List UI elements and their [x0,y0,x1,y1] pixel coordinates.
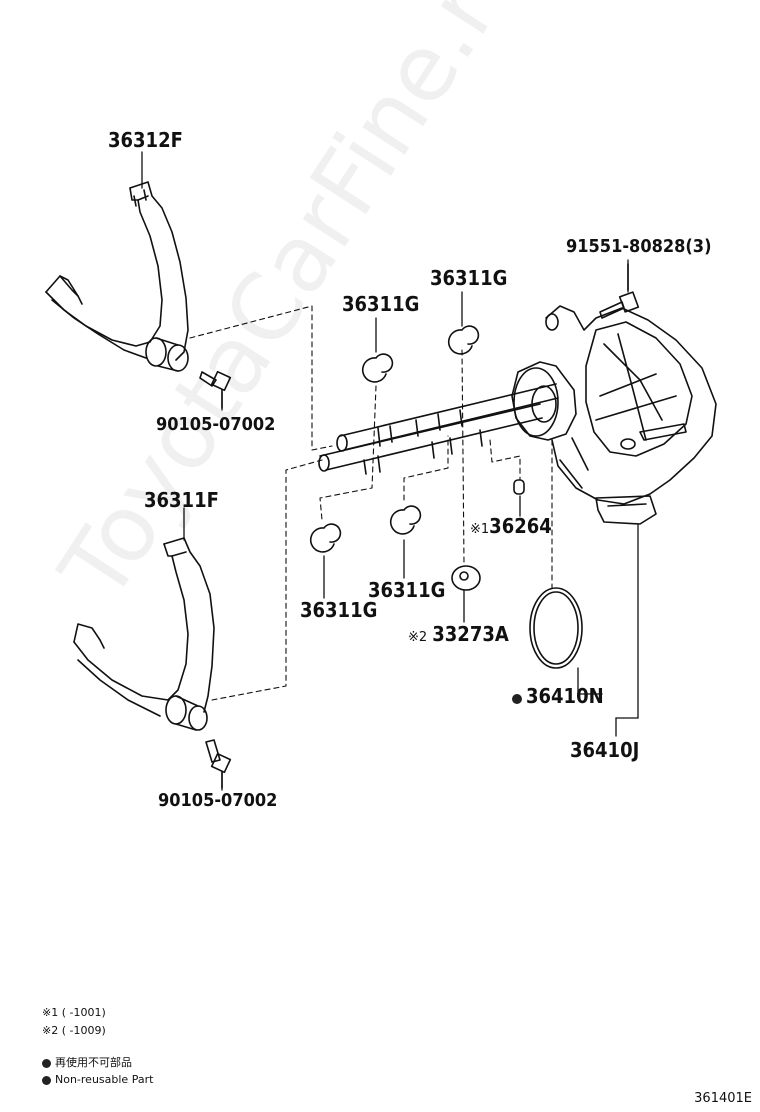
label-washer: 33273A [432,622,509,646]
label-washer-group: ※2 33273A [408,622,509,646]
c-ring-b [447,325,480,355]
label-ring-b: 36311G [430,266,508,290]
legend-en-text: Non-reusable Part [55,1073,154,1086]
shift-actuator [511,305,717,525]
label-ring-a: 36311G [342,292,420,316]
c-ring-c [309,523,342,553]
footnote-1: ※1 ( -1001) [42,1006,106,1019]
label-oring: 36410N [526,684,604,708]
label-washer-prefix: ※2 [408,630,428,645]
label-pin-group: ※136264 [470,514,552,538]
nonreusable-dot-icon [512,693,522,704]
shift-shafts [318,383,559,475]
legend-jp-text: 再使用不可部品 [55,1056,132,1069]
label-fork-lower: 36311F [144,488,219,512]
label-ring-c: 36311G [300,598,378,622]
label-actuator: 36410J [570,738,640,762]
o-ring [529,587,583,669]
c-ring-a [361,353,394,383]
shift-fork-upper [45,181,189,372]
label-oring-group: 36410N [512,684,604,708]
label-bolt-lower: 90105-07002 [158,790,278,811]
label-bolt-top: 91551-80828(3) [566,236,712,257]
label-ring-d: 36311G [368,578,446,602]
label-pin: 36264 [489,514,552,538]
alignment-lines [189,305,553,701]
label-pin-prefix: ※1 [470,522,490,537]
pin [513,479,525,495]
c-ring-d [389,505,422,535]
washer [451,565,481,591]
footnote-2-mark: ※2 [42,1024,59,1037]
bolt-upper [199,370,232,409]
footnote-2-range: ( -1009) [61,1024,106,1037]
legend-dot-icon [42,1075,51,1085]
bolt-lower [205,739,232,789]
legend-nonreusable-en: Non-reusable Part [42,1073,153,1086]
leader-lines [141,151,639,791]
diagram-code: 361401E [694,1091,752,1106]
legend-dot-icon [42,1058,51,1068]
shift-fork-lower [73,537,215,731]
footnote-1-mark: ※1 [42,1006,59,1019]
footnote-2: ※2 ( -1009) [42,1024,106,1037]
label-fork-upper: 36312F [108,128,183,152]
footnote-1-range: ( -1001) [61,1006,106,1019]
label-bolt-upper: 90105-07002 [156,414,276,435]
legend-nonreusable-jp: 再使用不可部品 [42,1054,132,1070]
